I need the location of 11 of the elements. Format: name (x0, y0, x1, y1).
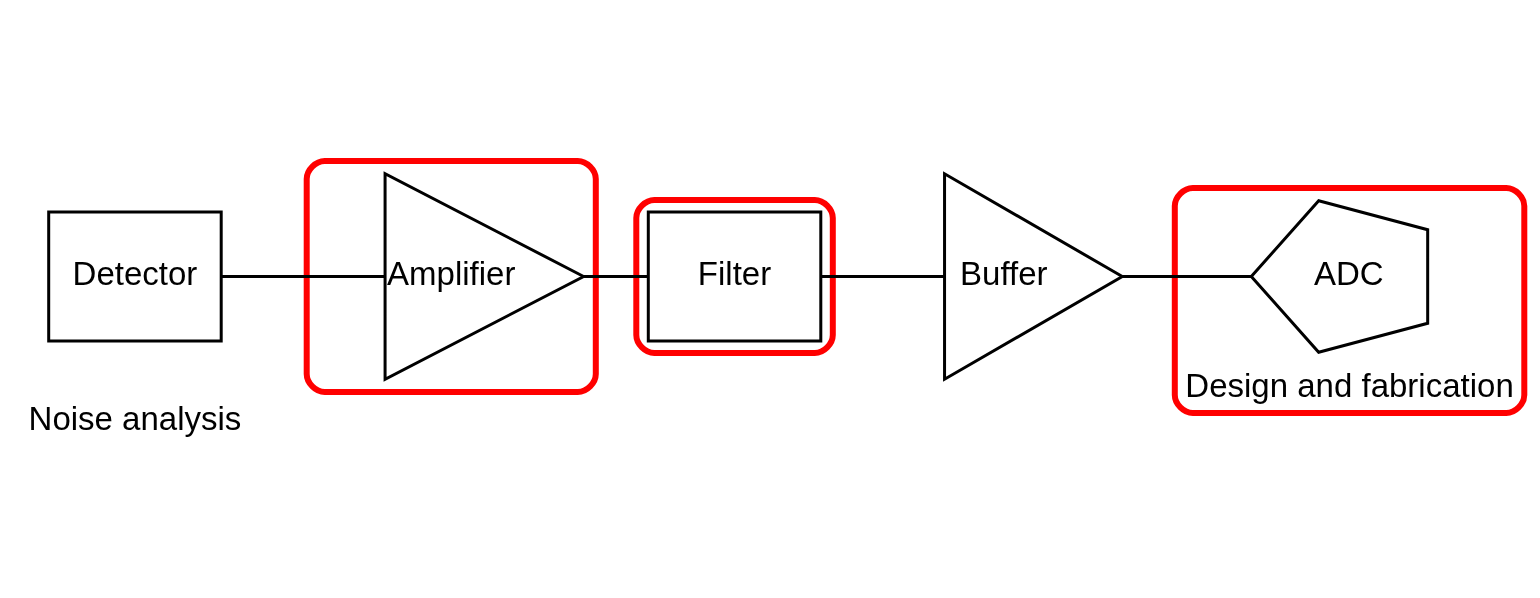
connector (1122, 275, 1252, 278)
node-box: Detector (47, 210, 223, 343)
cluster (633, 197, 836, 356)
node-box: Filter (646, 210, 823, 343)
connector (583, 275, 649, 278)
label: Noise analysis (28, 400, 242, 438)
connector (821, 275, 945, 278)
connector (221, 275, 385, 278)
node-label: Design and fabrication (1185, 367, 1514, 405)
cluster (303, 158, 599, 395)
cluster (1171, 185, 1528, 416)
